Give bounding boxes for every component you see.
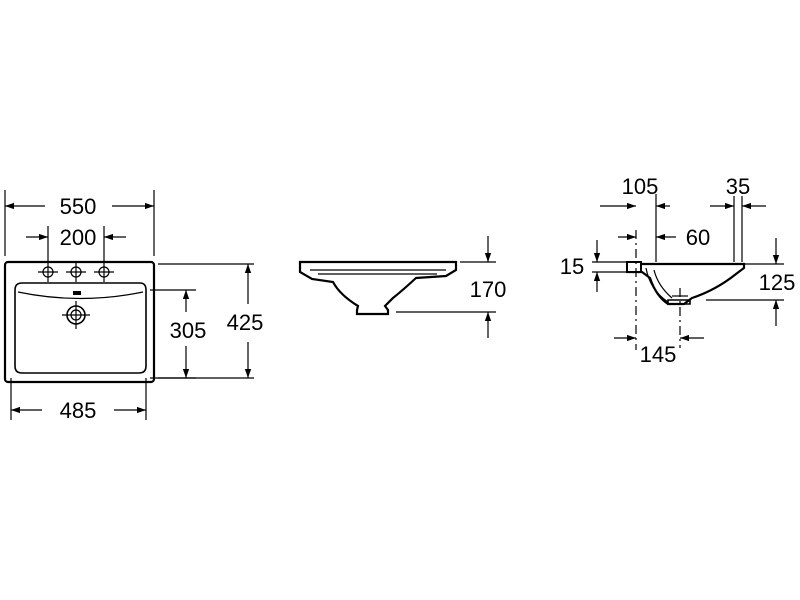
dim-tap-offset: 105 xyxy=(622,174,659,199)
dim-bowl-width: 485 xyxy=(60,398,97,423)
plan-view: 550 200 305 425 485 xyxy=(3,190,264,423)
basin-front-outline xyxy=(298,260,458,316)
dim-waste-offset: 145 xyxy=(640,342,677,367)
basin-outline xyxy=(3,260,156,384)
dim-rim-width: 35 xyxy=(726,174,750,199)
dim-deck-thickness: 15 xyxy=(560,254,584,279)
dim-tap-to-bowl: 60 xyxy=(686,225,710,250)
drain-icon xyxy=(62,301,90,329)
dim-tap-spacing: 200 xyxy=(60,225,97,250)
dim-front-height: 170 xyxy=(470,277,507,302)
bowl-outline xyxy=(14,282,147,374)
bowl-rim-arc xyxy=(17,291,144,300)
front-view: 170 xyxy=(298,236,507,338)
tap-hole-left-icon xyxy=(38,262,58,282)
basin-section-outline xyxy=(626,262,746,306)
dim-section-depth: 125 xyxy=(759,270,796,295)
tap-hole-right-icon xyxy=(94,262,114,282)
dim-overall-depth: 425 xyxy=(227,310,264,335)
dim-overall-width: 550 xyxy=(60,194,97,219)
dim-bowl-depth: 305 xyxy=(170,318,207,343)
tap-hole-center-icon xyxy=(66,262,86,282)
deck-block xyxy=(626,261,642,273)
section-view: 105 35 60 15 125 145 xyxy=(560,174,796,367)
overflow-icon xyxy=(73,291,81,295)
